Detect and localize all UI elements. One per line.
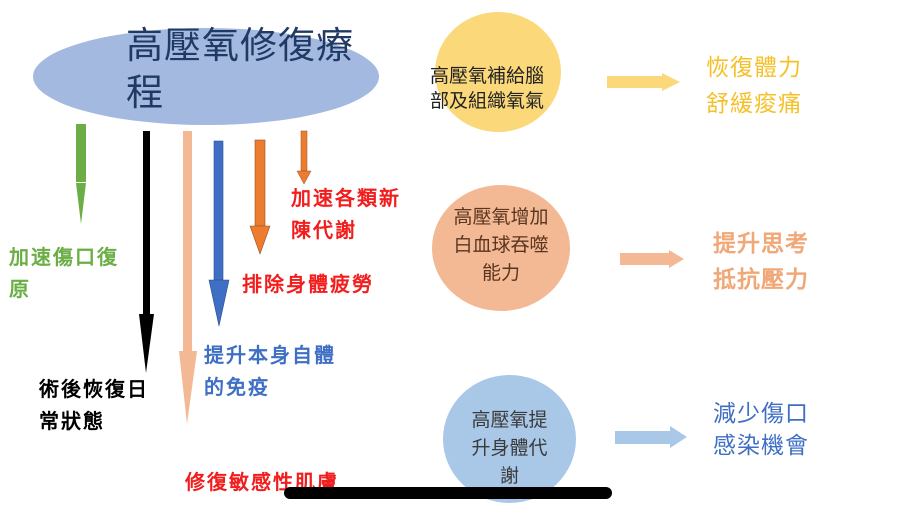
label-line: 原 <box>9 277 31 301</box>
label-line: 提升本身自體 <box>204 343 336 367</box>
result-line: 舒緩痠痛 <box>706 91 802 117</box>
peach-right-arrow <box>620 250 684 268</box>
label-line: 加速傷口復 <box>9 245 119 269</box>
label-line: 加速各類新 <box>291 186 401 210</box>
blue-down-arrow <box>208 140 230 327</box>
label-immunity: 提升本身自體 的免疫 <box>204 339 336 403</box>
circle-line: 升身體代 <box>471 437 548 459</box>
label-wound-recovery: 加速傷口復 原 <box>9 241 119 305</box>
circle-line: 能力 <box>481 262 520 284</box>
home-indicator-bar[interactable] <box>284 487 612 499</box>
main-topic-ellipse <box>33 28 379 125</box>
circle-white-blood-cell <box>432 185 570 311</box>
result-line: 減少傷口 <box>713 401 809 427</box>
result-line: 感染機會 <box>713 433 809 459</box>
orange-down-arrow-small <box>296 130 312 185</box>
circle-line: 高壓氧增加 <box>453 206 549 228</box>
black-down-arrow <box>139 131 154 373</box>
circle-line: 白血球吞噬 <box>453 234 549 256</box>
circle-wbc-text: 高壓氧增加 白血球吞噬 能力 <box>432 203 570 287</box>
label-line: 常狀態 <box>39 409 105 433</box>
label-line: 術後恢復日 <box>39 377 149 401</box>
green-down-arrow <box>76 124 86 224</box>
label-daily-recovery: 術後恢復日 常狀態 <box>39 373 149 437</box>
result-restore-energy: 恢復體力 舒緩痠痛 <box>706 50 802 122</box>
blue-right-arrow <box>615 426 687 448</box>
main-topic-title: 高壓氧修復療程 <box>126 24 354 114</box>
circle-body-text: 高壓氧提 升身體代 謝 <box>443 406 576 490</box>
orange-down-arrow-large <box>249 139 271 255</box>
circle-oxygen <box>435 12 561 132</box>
result-improve-thinking: 提升思考 抵抗壓力 <box>713 226 809 298</box>
circle-line: 謝 <box>499 465 519 487</box>
label-line: 排除身體疲勞 <box>242 272 374 296</box>
label-line: 陳代謝 <box>291 218 357 242</box>
label-line: 的免疫 <box>204 375 270 399</box>
result-line: 恢復體力 <box>706 55 802 81</box>
peach-down-arrow <box>179 131 197 424</box>
circle-body-metabolism <box>443 375 576 503</box>
result-line: 提升思考 <box>713 231 809 257</box>
yellow-right-arrow <box>607 73 680 91</box>
circle-line: 部及組織氧氣 <box>430 90 545 112</box>
result-line: 抵抗壓力 <box>713 267 809 293</box>
circle-oxygen-text: 高壓氧補給腦 部及組織氧氣 <box>430 64 575 114</box>
label-fatigue: 排除身體疲勞 <box>242 268 374 300</box>
circle-line: 高壓氧提 <box>471 409 548 431</box>
circle-line: 高壓氧補給腦 <box>430 65 545 87</box>
result-reduce-infection: 減少傷口 感染機會 <box>713 398 809 462</box>
label-metabolism: 加速各類新 陳代謝 <box>291 182 401 246</box>
